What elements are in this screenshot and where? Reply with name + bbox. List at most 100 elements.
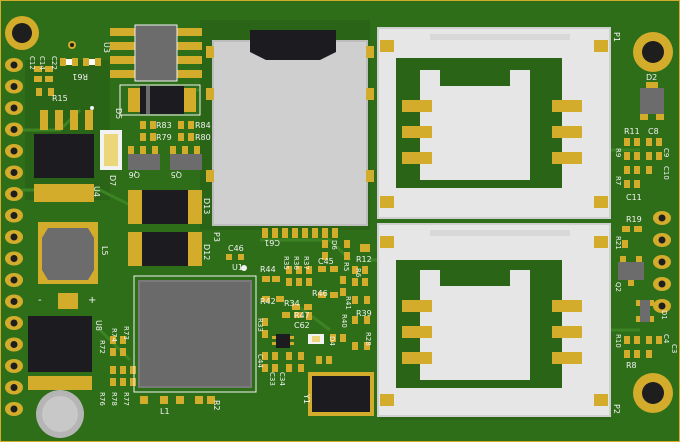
- left-header-pin-hole: [10, 190, 18, 198]
- sim-holder-p2: [377, 223, 611, 417]
- left-header-pin-hole: [10, 212, 18, 219]
- label-c46: C46: [228, 244, 244, 253]
- label-q6: Q6: [129, 170, 140, 179]
- resistor-cluster-r72-r78: [110, 336, 136, 386]
- label-u4: U4: [92, 186, 101, 197]
- left-header-pin-hole: [10, 255, 18, 262]
- label-c34: C34: [278, 372, 286, 386]
- label-r8: R8: [626, 361, 637, 370]
- diode-d12: [128, 232, 202, 266]
- label-r76: R76: [98, 392, 106, 406]
- label-c9: C9: [662, 148, 670, 157]
- label-r10: R10: [614, 334, 622, 348]
- components-l1-r2: [140, 396, 215, 404]
- left-header-pin-hole: [10, 126, 18, 133]
- label-r80: R80: [195, 133, 211, 142]
- diode-d13: [128, 190, 202, 224]
- label-u3: U3: [102, 42, 111, 53]
- label-u8: U8: [94, 320, 103, 331]
- label-d13: D13: [202, 198, 211, 214]
- label-u1: U1: [232, 263, 243, 272]
- label-c4: C4: [662, 334, 670, 344]
- diode-d2: [640, 82, 664, 120]
- left-header-pin-hole: [10, 147, 18, 155]
- module-u1: [133, 265, 257, 393]
- left-header-pin-hole: [10, 83, 18, 90]
- ic-u4: [34, 106, 94, 202]
- label-r61: R61: [72, 72, 88, 81]
- label-r11: R11: [624, 127, 640, 136]
- small-components-topleft: [34, 41, 101, 96]
- left-header-pins: [5, 58, 23, 416]
- label-r73: R73: [122, 326, 130, 340]
- label-p2: P2: [612, 404, 621, 414]
- connector-p3: [206, 30, 374, 226]
- label-d4: D4: [328, 336, 336, 346]
- right-header-pin-hole: [658, 258, 666, 266]
- label-c45: C45: [318, 257, 334, 266]
- label-d6: D6: [330, 240, 338, 250]
- label-r6: R6: [354, 268, 362, 278]
- sim-holder-p1: [377, 27, 611, 219]
- label-d7: D7: [108, 175, 117, 186]
- label-l1: L1: [160, 407, 170, 416]
- label-r21: R21: [614, 236, 622, 250]
- label-r9: R9: [614, 148, 622, 157]
- label-r41: R41: [344, 296, 352, 310]
- label-r12: R12: [356, 255, 372, 264]
- label-r46: R46: [312, 289, 328, 298]
- label-d5: D5: [114, 108, 123, 119]
- label-d2: D2: [646, 73, 657, 82]
- label-c33: C33: [268, 372, 276, 386]
- label-r33: R33: [256, 318, 264, 332]
- right-header-pins: [653, 211, 671, 313]
- label-d1: D1: [660, 310, 668, 320]
- label-r2: R2: [212, 400, 221, 411]
- label-c22: C22: [50, 56, 58, 70]
- left-header-pin-hole: [10, 362, 18, 370]
- label-p3: P3: [212, 232, 221, 242]
- label-r79: R79: [156, 133, 172, 142]
- mounting-hole-top-right: [633, 32, 673, 72]
- label-r5: R5: [342, 262, 350, 271]
- label-d12: D12: [202, 244, 211, 260]
- ic-u3: [110, 24, 202, 82]
- crystal-y1: [308, 372, 374, 416]
- label-q2: Q2: [614, 282, 622, 292]
- diode-d5: [119, 84, 201, 116]
- label-r34: R34: [284, 299, 300, 308]
- label-l5: L5: [100, 246, 109, 256]
- right-header-pin-hole: [658, 280, 666, 288]
- label-c12: C12: [28, 56, 36, 70]
- label-r37: R37: [302, 256, 310, 270]
- left-header-pin-hole: [10, 104, 18, 112]
- mounting-hole-top-left: [5, 16, 39, 50]
- label-q5: Q5: [171, 170, 182, 179]
- left-header-pin-hole: [10, 405, 18, 413]
- led-d7: [100, 130, 122, 170]
- label-y1: Y1: [302, 393, 311, 404]
- label-r44: R44: [260, 265, 276, 274]
- mounting-hole-bottom-right: [633, 373, 673, 413]
- center-small-components: [262, 240, 370, 372]
- label-r74: R74: [110, 328, 118, 342]
- label-r35: R35: [282, 256, 290, 270]
- right-small-components: [618, 138, 662, 358]
- left-header-pin-hole: [10, 319, 18, 327]
- ic-u8: [28, 316, 92, 390]
- left-header-pin-hole: [10, 384, 18, 391]
- label-r19: R19: [626, 215, 642, 224]
- p3-pin-pads: [262, 228, 338, 238]
- left-header-pin-hole: [10, 169, 18, 176]
- label-c44: C44: [256, 354, 264, 368]
- label-p1: P1: [612, 32, 621, 42]
- label-r7: R7: [614, 176, 622, 185]
- right-header-pin-hole: [658, 214, 666, 222]
- label-c8: C8: [648, 127, 659, 136]
- label-r28: R28: [364, 332, 372, 346]
- label-r15: R15: [52, 94, 68, 103]
- label-r36: R36: [292, 256, 300, 270]
- mounting-hole-bottom-left: [36, 390, 84, 438]
- label-r78: R78: [110, 392, 118, 406]
